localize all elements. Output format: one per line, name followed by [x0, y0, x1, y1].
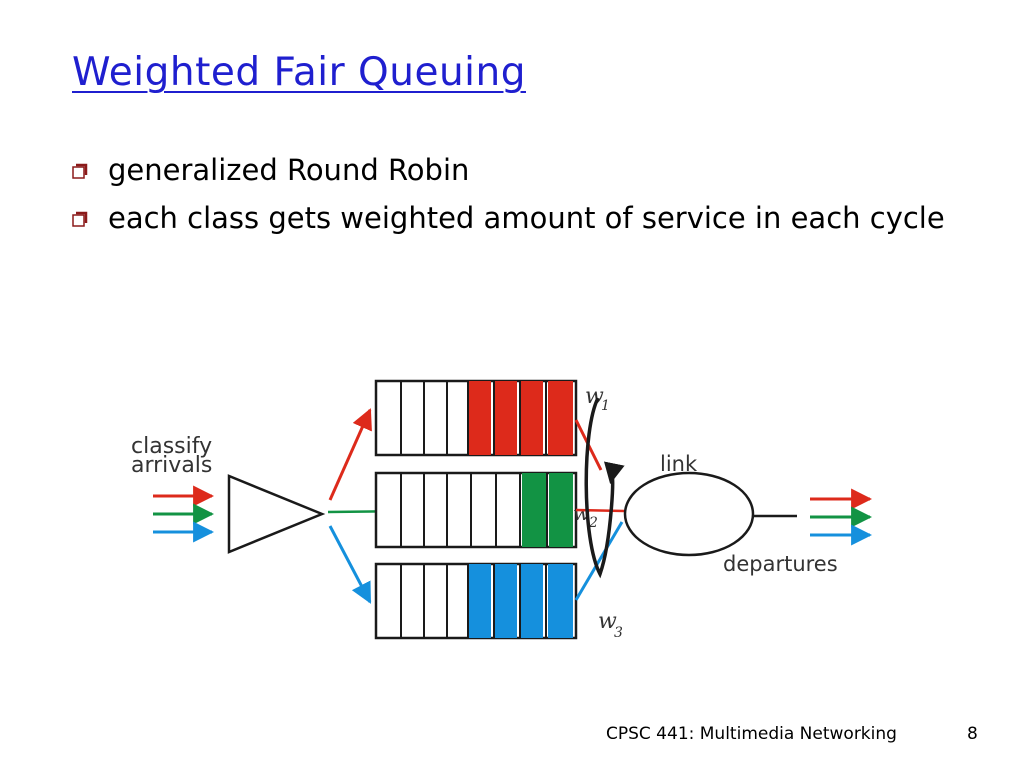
svg-text:3: 3	[614, 625, 623, 641]
checkbox-bullet-icon	[72, 211, 88, 227]
svg-text:1: 1	[601, 398, 610, 414]
queue2-to-link-line	[575, 508, 625, 513]
classify-arrivals-label: classify	[131, 434, 212, 459]
svg-text:w: w	[585, 384, 604, 409]
slide-title: Weighted Fair Queuing	[72, 50, 526, 95]
bullet-text: generalized Round Robin	[108, 153, 470, 187]
bullet-text: each class gets weighted amount of servi…	[108, 201, 945, 235]
queue-3	[374, 562, 578, 640]
queue-2	[374, 471, 578, 549]
route-arrow-red	[328, 408, 372, 501]
route-arrow-blue	[328, 525, 372, 604]
classify-arrivals-label: arrivals	[131, 453, 212, 478]
checkbox-bullet-icon	[72, 163, 88, 179]
svg-text:w: w	[598, 609, 617, 634]
weight-label-w3: w 3	[598, 609, 623, 641]
queue-1	[374, 379, 578, 457]
queue3-to-link-line	[574, 521, 624, 601]
scheduler-loop-icon	[584, 397, 625, 579]
footer-course-title: CPSC 441: Multimedia Networking	[606, 724, 897, 744]
departures-label: departures	[723, 552, 838, 576]
weight-label-w1: w 1	[585, 384, 610, 414]
svg-text:2: 2	[588, 515, 598, 531]
bullet-item: generalized Round Robin	[72, 150, 952, 190]
bullet-list: generalized Round Robin each class gets …	[72, 150, 952, 246]
link-ellipse	[623, 471, 755, 557]
page-number: 8	[967, 724, 978, 744]
bullet-item: each class gets weighted amount of servi…	[72, 198, 952, 238]
classifier-triangle	[227, 474, 326, 554]
